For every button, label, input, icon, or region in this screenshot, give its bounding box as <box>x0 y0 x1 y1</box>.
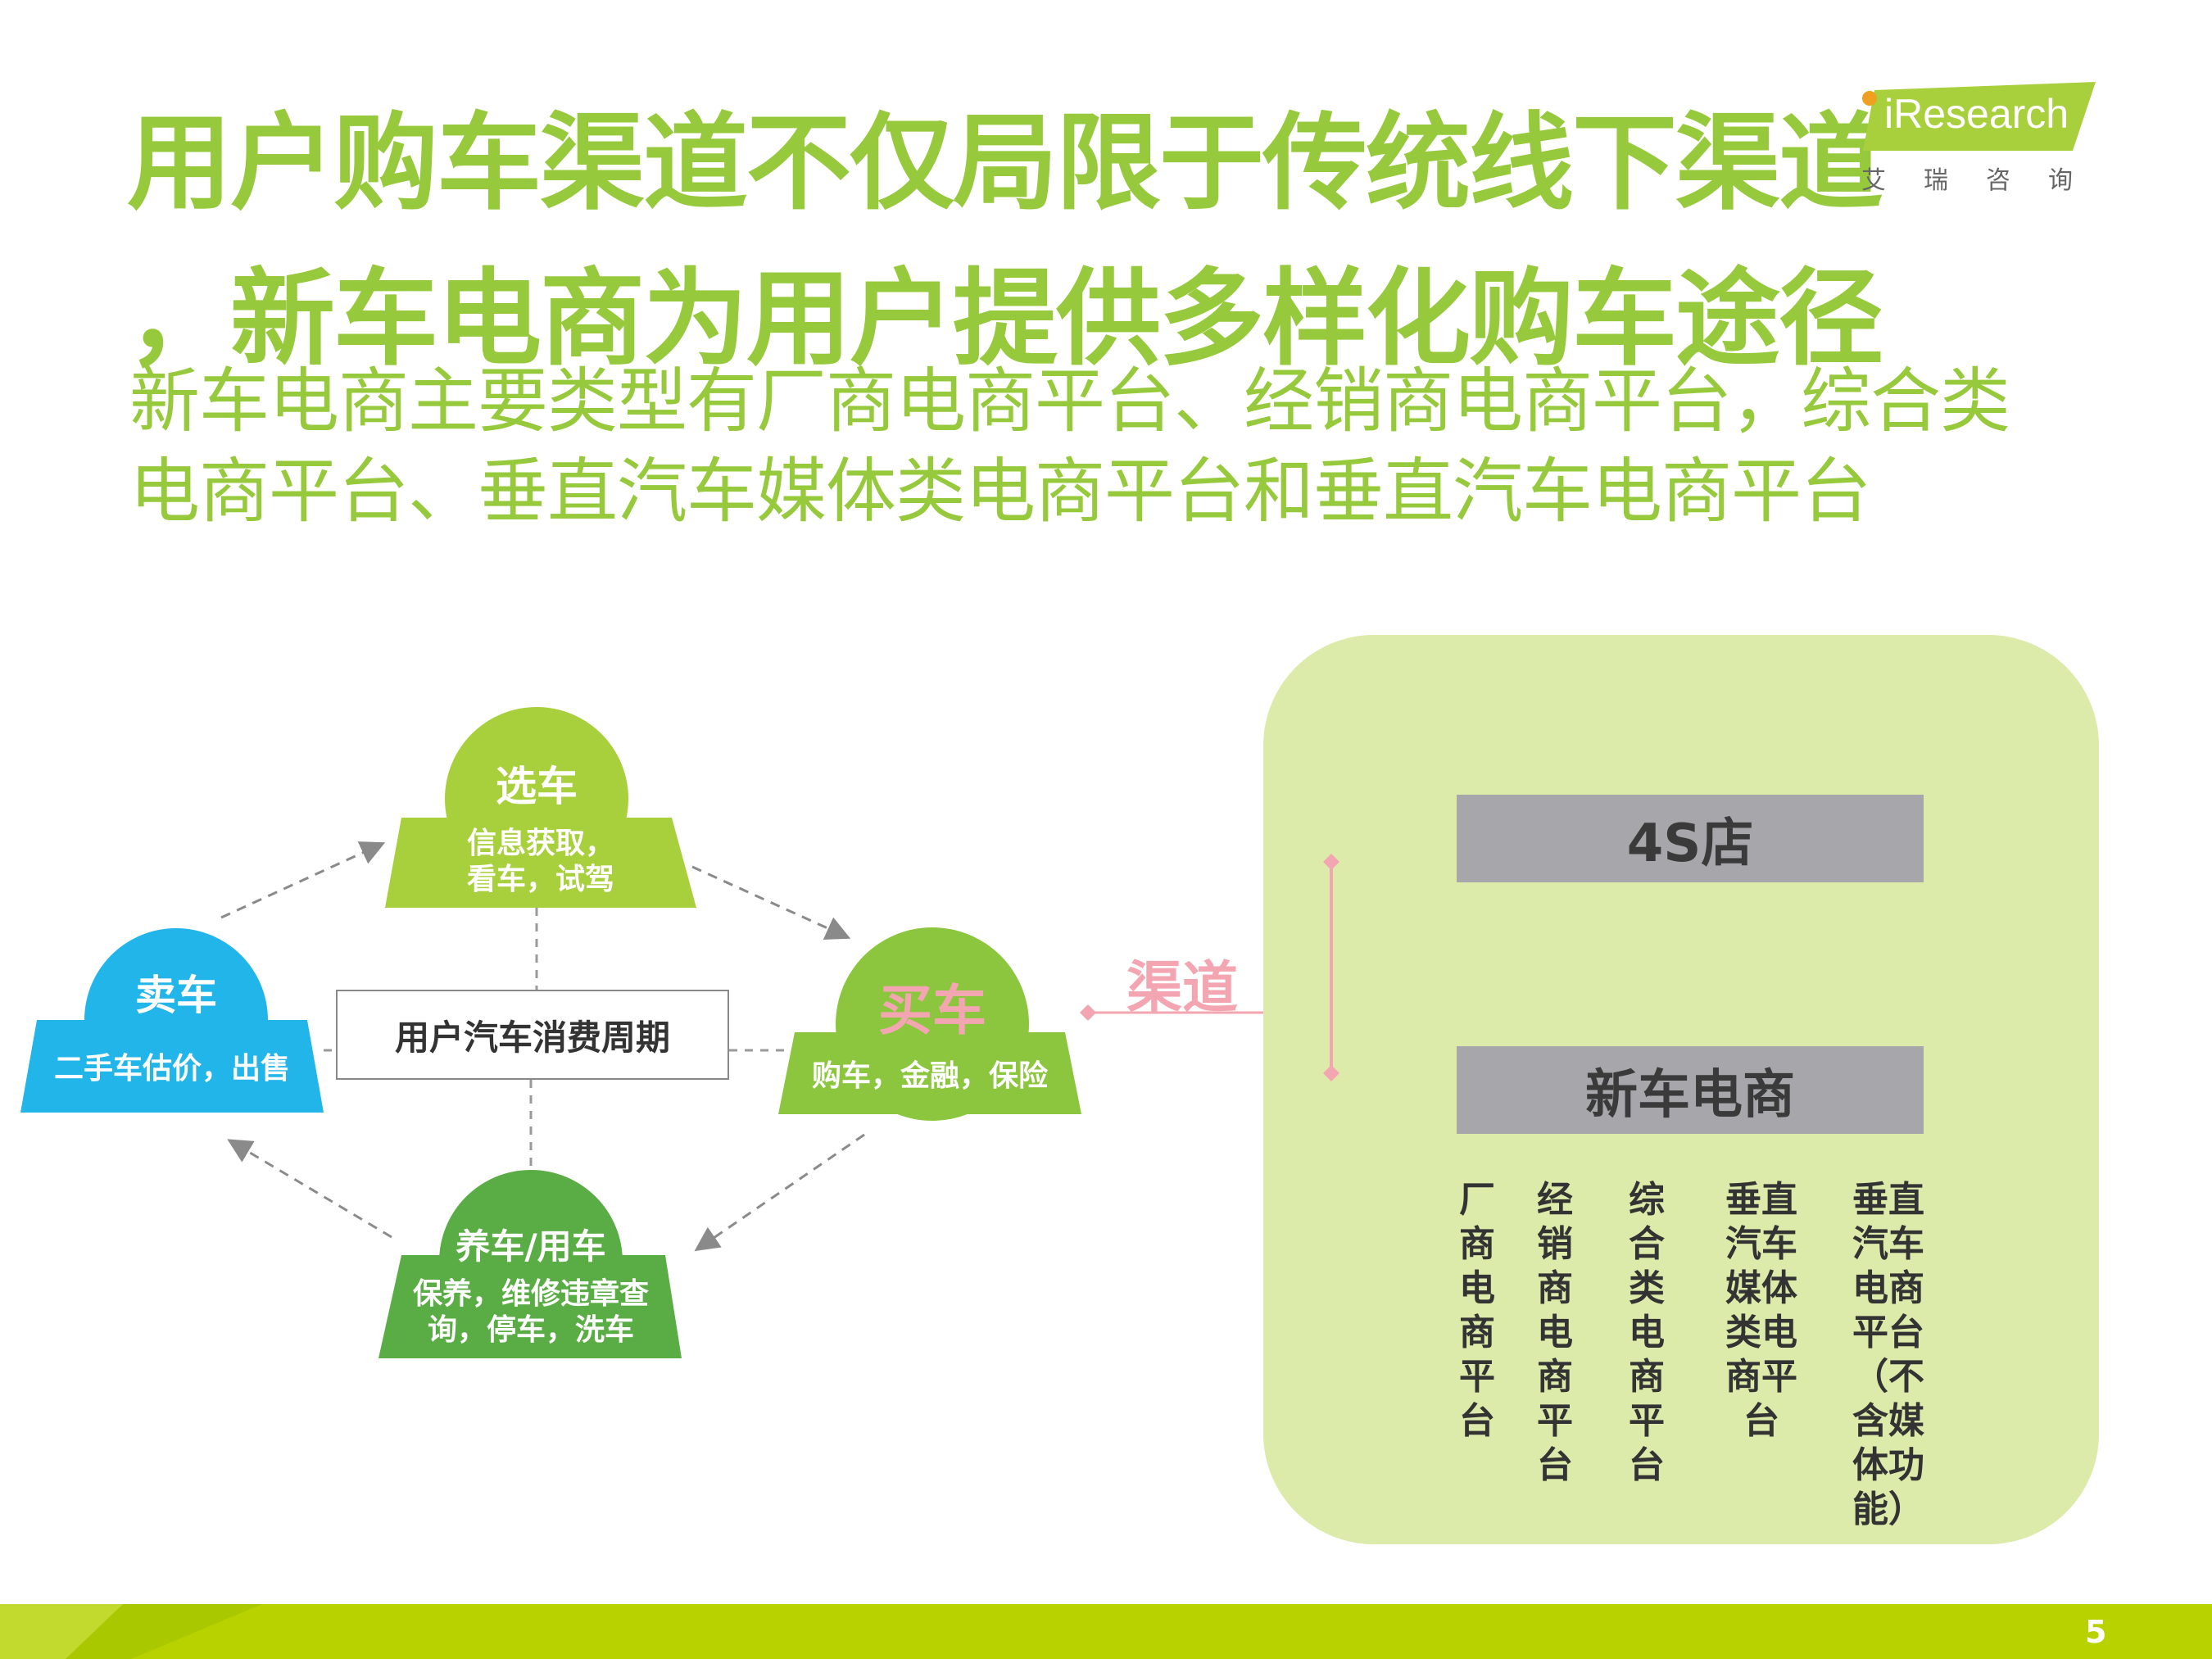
ecommerce-type-comprehensive: 综合类电商平台 <box>1629 1179 1665 1486</box>
channel-new-car-ecommerce: 新车电商 <box>1457 1046 1924 1134</box>
ecommerce-type-vertical-media: 垂直汽车媒体类电商平台 <box>1725 1179 1797 1442</box>
channel-bracket <box>1323 854 1339 1081</box>
footer-bar <box>0 1604 2212 1659</box>
iresearch-logo <box>1862 82 2096 151</box>
footer-accent <box>0 1604 262 1659</box>
ecommerce-type-vertical-auto: 垂直汽车电商平台（不含媒体功能） <box>1852 1179 1924 1530</box>
node-maintain-car <box>378 1170 682 1358</box>
cycle-arrows <box>220 841 865 1252</box>
channel-label: 渠道 <box>1126 956 1239 1021</box>
select-car-desc-line2: 看车，试驾 <box>466 863 614 896</box>
page-number: 5 <box>2085 1614 2107 1650</box>
sell-car-desc: 二手车估价，出售 <box>53 1052 290 1086</box>
logo-wordmark: iResearch <box>1884 91 2069 137</box>
maintain-car-desc: 保养，维修违章查 询，停车，洗车 <box>392 1276 670 1349</box>
node-buy-car <box>778 927 1081 1121</box>
title-line-1: 用户购车渠道不仅局限于传统线下渠道 <box>127 102 1883 224</box>
page-subtitle: 新车电商主要类型有厂商电商平台、经销商电商平台，综合类 电商平台、垂直汽车媒体类… <box>129 356 2010 537</box>
connector-lines <box>324 908 786 1172</box>
select-car-desc: 信息获取， 看车，试驾 <box>410 826 672 898</box>
maintain-car-desc-line2: 询，停车，洗车 <box>427 1313 634 1347</box>
select-car-title: 选车 <box>496 763 578 810</box>
cycle-center-label: 用户汽车消费周期 <box>336 990 729 1080</box>
node-sell-car <box>20 928 324 1113</box>
sell-car-title: 卖车 <box>135 972 217 1019</box>
select-car-desc-line1: 信息获取， <box>466 827 614 860</box>
logo-chinese: 艾瑞咨询 <box>1861 166 2110 195</box>
channel-4s-store: 4S店 <box>1457 795 1924 882</box>
page-title: 用户购车渠道不仅局限于传统线下渠道 ，新车电商为用户提供多样化购车途径 <box>127 86 1883 397</box>
buy-car-desc: 购车，金融，保险 <box>811 1059 1048 1093</box>
node-select-car <box>385 707 696 908</box>
subtitle-line-2: 电商平台、垂直汽车媒体类电商平台和垂直汽车电商平台 <box>129 451 1871 533</box>
subtitle-line-1: 新车电商主要类型有厂商电商平台、经销商电商平台，综合类 <box>129 360 2010 442</box>
maintain-car-title: 养车/用车 <box>456 1226 606 1267</box>
ecommerce-type-manufacturer: 厂商电商平台 <box>1459 1179 1495 1442</box>
buy-car-title: 买车 <box>878 979 986 1042</box>
title-line-2: ，新车电商为用户提供多样化购车途径 <box>127 258 1883 380</box>
maintain-car-desc-line1: 保养，维修违章查 <box>412 1277 649 1311</box>
ecommerce-type-dealer: 经销商电商平台 <box>1537 1179 1573 1486</box>
